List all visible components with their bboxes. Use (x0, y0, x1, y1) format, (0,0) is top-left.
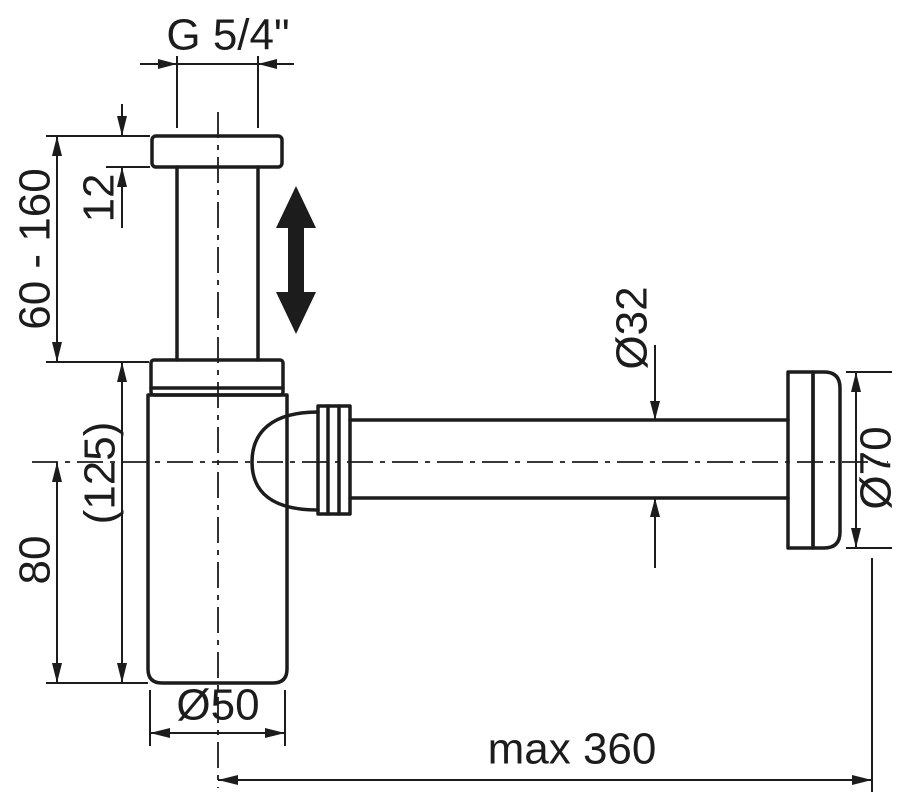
dimension-label-axis-to-bottom: 80 (11, 536, 60, 585)
arrowhead (158, 59, 177, 69)
arrowhead (52, 663, 62, 683)
arrowhead (52, 342, 62, 362)
dimension-max-length: max 360 (218, 558, 873, 792)
arrowhead (258, 59, 277, 69)
arrowhead (218, 775, 238, 785)
outlet-dome (250, 410, 320, 512)
centerlines (32, 112, 888, 788)
arrowhead (52, 462, 62, 482)
arrowhead (117, 116, 127, 136)
arrowhead (851, 372, 861, 392)
dimension-body-diameter: Ø50 (149, 681, 286, 746)
dimension-body-height: (125) (76, 362, 127, 683)
top-flange (150, 134, 284, 169)
dimension-label-flange-thickness: 12 (75, 174, 124, 223)
arrowhead (52, 136, 62, 156)
cup-body (146, 393, 289, 685)
union-nut (316, 404, 352, 516)
arrowhead (650, 401, 660, 420)
arrowhead (650, 498, 660, 517)
wall-rosette-cap (811, 370, 842, 550)
dimension-pipe-diameter: Ø32 (608, 286, 660, 568)
dimension-flange-thickness: 12 (75, 104, 150, 228)
arrowhead (117, 167, 127, 187)
vertical-adjust-double-arrow-icon (276, 186, 316, 334)
adjustment-arrow (276, 186, 316, 334)
dimension-adjust-range: 60 - 160 (11, 135, 150, 363)
dimension-label-body-diameter: Ø50 (176, 681, 259, 730)
arrowhead (117, 663, 127, 683)
dimension-thread-top: G 5/4" (140, 11, 294, 128)
dimension-label-pipe-diameter: Ø32 (608, 286, 657, 369)
dimension-label-adjust-range: 60 - 160 (11, 168, 60, 329)
dimension-label-thread: G 5/4" (166, 11, 289, 60)
dimension-label-rosette-diameter: Ø70 (852, 426, 900, 509)
arrowhead (117, 362, 127, 382)
dimension-rosette-diameter: Ø70 (846, 371, 900, 549)
siphon-outline (146, 134, 842, 685)
arrowhead (851, 528, 861, 548)
dimension-axis-to-bottom: 80 (11, 462, 148, 684)
arrowhead (150, 728, 170, 738)
dimension-label-max-length: max 360 (488, 725, 657, 774)
arrowhead (265, 728, 285, 738)
dimension-label-body-height: (125) (76, 422, 125, 525)
arrowhead (852, 775, 872, 785)
wall-rosette-plate (786, 370, 815, 550)
